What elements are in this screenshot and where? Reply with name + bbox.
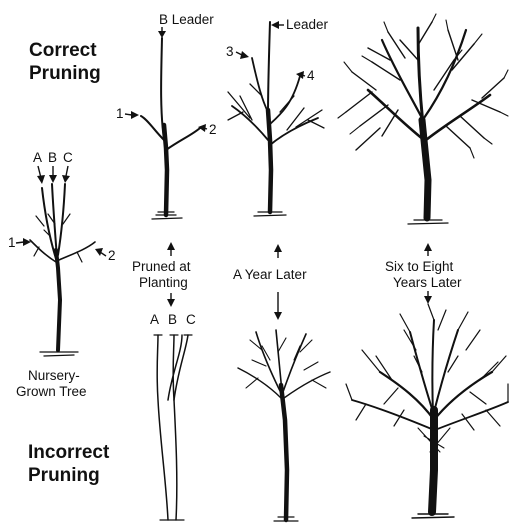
- correct-mature-tree: [338, 14, 508, 224]
- six-eight-label-line1: Six to Eight: [385, 259, 454, 274]
- incorrect-year-later-tree: [238, 330, 330, 521]
- correct-year-later-tree: [228, 22, 324, 216]
- leader-label: Leader: [286, 17, 329, 32]
- pruned-at-planting-line1: Pruned at: [132, 259, 191, 274]
- nursery-letter-a: A: [33, 150, 42, 165]
- nursery-label-line2: Grown Tree: [16, 384, 87, 399]
- six-eight-label-line2: Years Later: [393, 275, 462, 290]
- incorrect-heading-line1: Incorrect: [28, 442, 110, 463]
- b-leader-label: B Leader: [159, 12, 214, 27]
- pruned-at-planting-line2: Planting: [139, 275, 188, 290]
- incorrect-letter-a: A: [150, 312, 159, 327]
- correct-heading-line1: Correct: [29, 40, 97, 61]
- year-branch-3: 3: [226, 44, 234, 59]
- year-later-label: A Year Later: [233, 267, 307, 282]
- correct-heading-line2: Pruning: [29, 63, 101, 84]
- pruned-branch-2: 2: [209, 122, 217, 137]
- incorrect-letter-b: B: [168, 312, 177, 327]
- nursery-branch-2: 2: [108, 248, 116, 263]
- nursery-branch-1: 1: [8, 235, 16, 250]
- nursery-grown-tree: [30, 184, 95, 356]
- correct-pruned-tree: [141, 38, 200, 219]
- nursery-letter-c: C: [63, 150, 73, 165]
- nursery-letter-b: B: [48, 150, 57, 165]
- incorrect-letter-c: C: [186, 312, 196, 327]
- incorrect-pruned-tree: [154, 335, 192, 520]
- incorrect-heading-line2: Pruning: [28, 465, 100, 486]
- nursery-letter-arrows: [37, 166, 70, 184]
- incorrect-mature-tree: [346, 304, 508, 518]
- nursery-label-line1: Nursery-: [28, 368, 80, 383]
- year-branch-4: 4: [307, 68, 315, 83]
- pruned-branch-1: 1: [116, 106, 124, 121]
